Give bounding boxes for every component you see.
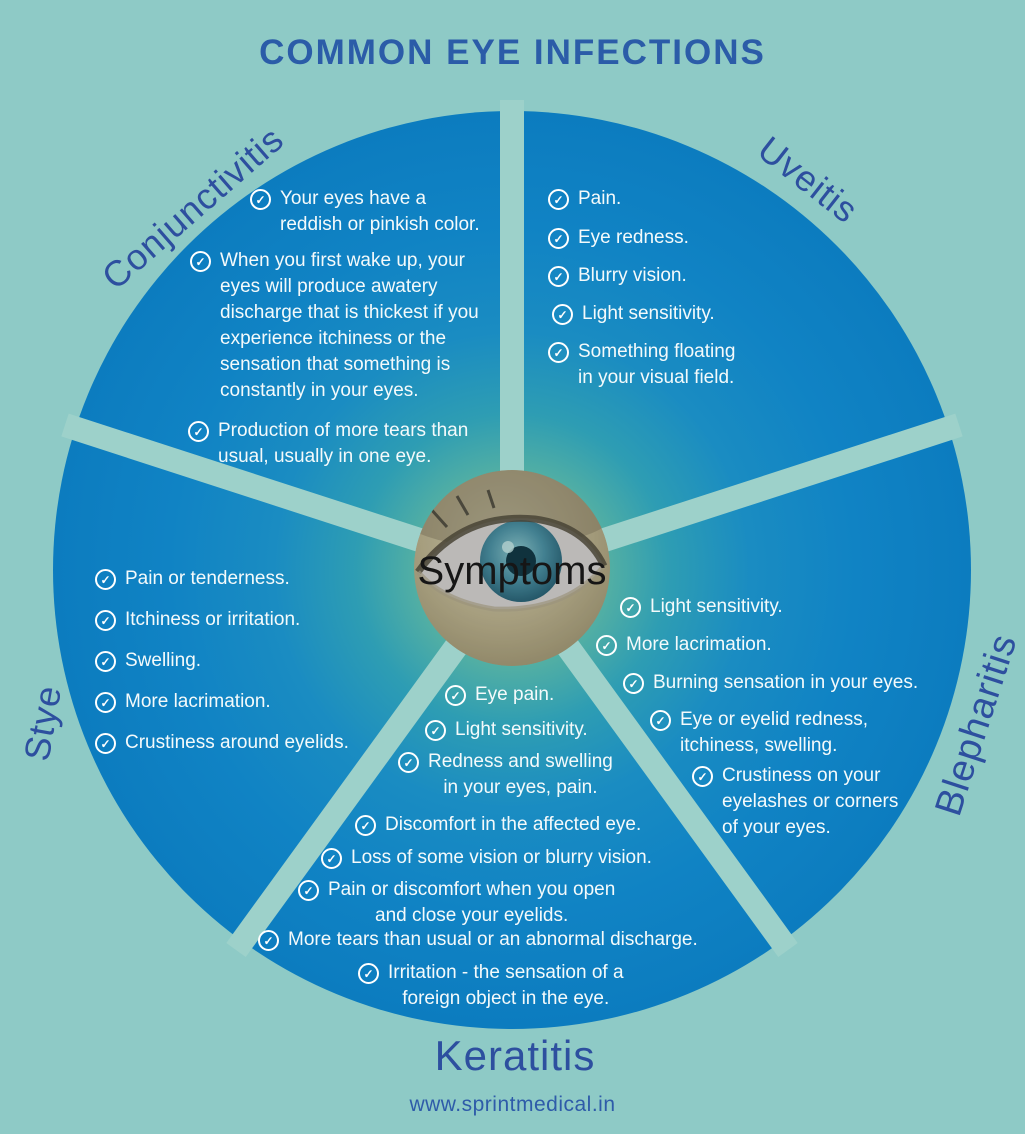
check-circle-icon: ✓ [552,304,573,325]
check-circle-icon: ✓ [188,421,209,442]
check-circle-icon: ✓ [95,569,116,590]
check-circle-icon: ✓ [425,720,446,741]
check-circle-icon: ✓ [398,752,419,773]
center-label: Symptoms [418,549,607,593]
sector-dividers [61,100,963,958]
symptom-item: ✓ When you first wake up, your eyes will… [190,248,479,404]
symptom-item: ✓ Loss of some vision or blurry vision. [321,845,652,871]
check-circle-icon: ✓ [650,710,671,731]
page-title: COMMON EYE INFECTIONS [259,33,766,72]
symptom-item: ✓ Crustiness on your eyelashes or corner… [692,763,898,841]
check-circle-icon: ✓ [445,685,466,706]
symptom-item: ✓ More lacrimation. [95,689,271,715]
symptom-item: ✓ More lacrimation. [596,632,772,658]
symptom-item: ✓ Eye redness. [548,225,689,251]
check-circle-icon: ✓ [190,251,211,272]
symptom-item: ✓ Something floating in your visual fiel… [548,339,735,391]
symptom-item: ✓ Itchiness or irritation. [95,607,300,633]
check-circle-icon: ✓ [620,597,641,618]
check-circle-icon: ✓ [95,610,116,631]
symptom-item: ✓ Pain. [548,186,621,212]
check-circle-icon: ✓ [321,848,342,869]
symptom-item: ✓ Light sensitivity. [620,594,783,620]
sector-label-keratitis: Keratitis [434,1032,596,1079]
symptom-item: ✓ Swelling. [95,648,201,674]
check-circle-icon: ✓ [95,692,116,713]
symptom-item: ✓ Irritation - the sensation of a foreig… [358,960,624,1012]
check-circle-icon: ✓ [623,673,644,694]
check-circle-icon: ✓ [596,635,617,656]
symptom-item: ✓ Eye or eyelid redness, itchiness, swel… [650,707,868,759]
check-circle-icon: ✓ [548,189,569,210]
symptom-item: ✓ Pain or tenderness. [95,566,290,592]
symptom-item: ✓ Burning sensation in your eyes. [623,670,918,696]
check-circle-icon: ✓ [692,766,713,787]
check-circle-icon: ✓ [358,963,379,984]
symptom-item: ✓ Eye pain. [445,682,554,708]
symptom-item: ✓ More tears than usual or an abnormal d… [258,927,698,953]
check-circle-icon: ✓ [548,228,569,249]
symptom-item: ✓ Pain or discomfort when you open and c… [298,877,615,929]
symptom-item: ✓ Redness and swelling in your eyes, pai… [398,749,613,801]
check-circle-icon: ✓ [298,880,319,901]
symptom-item: ✓ Discomfort in the affected eye. [355,812,641,838]
symptom-item: ✓ Production of more tears than usual, u… [188,418,468,470]
check-circle-icon: ✓ [548,342,569,363]
eye-photo: Symptoms [414,470,610,666]
symptom-item: ✓ Light sensitivity. [425,717,588,743]
check-circle-icon: ✓ [548,266,569,287]
check-circle-icon: ✓ [95,733,116,754]
website-link: www.sprintmedical.in [409,1093,616,1116]
check-circle-icon: ✓ [258,930,279,951]
symptom-item: ✓ Blurry vision. [548,263,687,289]
symptom-item: ✓ Crustiness around eyelids. [95,730,349,756]
check-circle-icon: ✓ [95,651,116,672]
check-circle-icon: ✓ [250,189,271,210]
check-circle-icon: ✓ [355,815,376,836]
symptom-item: ✓ Light sensitivity. [552,301,715,327]
symptom-item: ✓ Your eyes have a reddish or pinkish co… [250,186,480,238]
